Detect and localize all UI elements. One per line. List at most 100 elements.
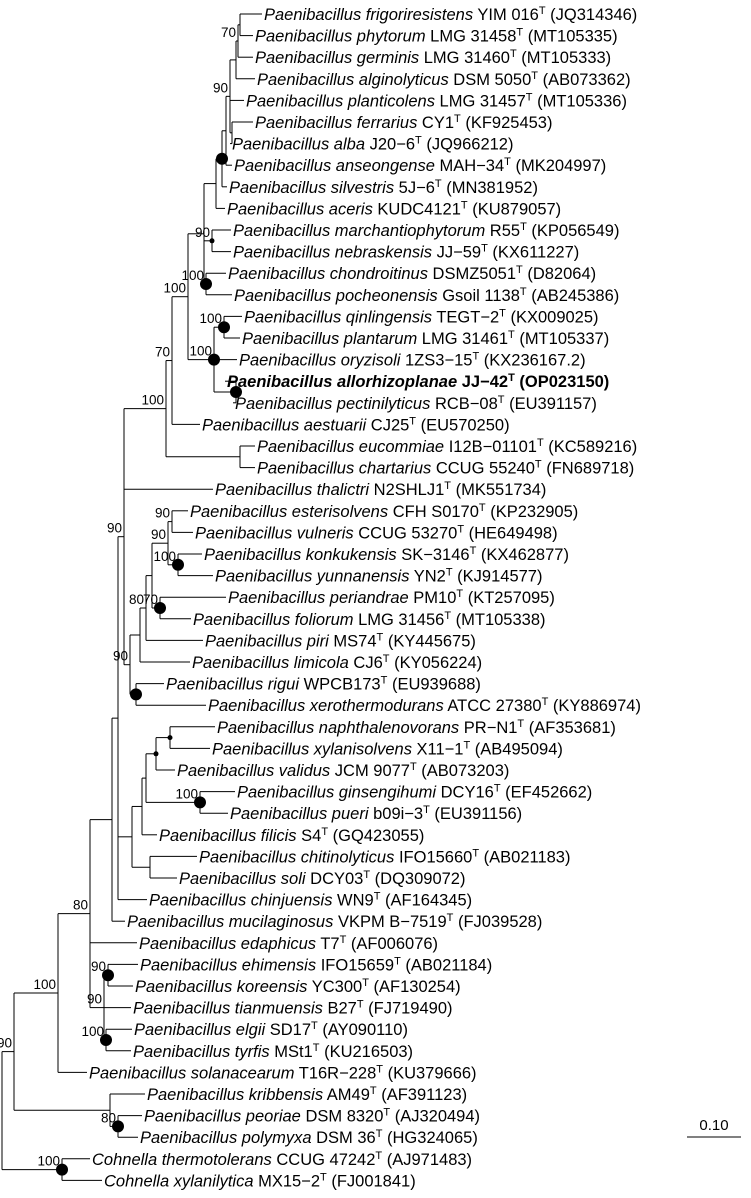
taxon-accession: (JQ966212) [422,136,514,154]
type-strain-mark: T [435,178,442,190]
taxon-accession: (FN689718) [542,460,635,478]
taxon-accession: (KP056549) [527,222,620,240]
taxon-label: Paenibacillus qinlingensis TEGT−2T (KX00… [244,307,599,326]
taxon-accession: (KX462877) [476,546,569,564]
node-marker [216,152,228,165]
taxon-strain: SD17 [265,1021,311,1039]
taxon-label: Paenibacillus nebraskensis JJ−59T (KX611… [233,243,579,262]
type-strain-mark: T [383,1107,390,1119]
type-strain-mark: T [516,27,523,39]
taxon-strain: J20−6 [365,136,415,154]
bootstrap-value: 70 [155,345,170,360]
taxon-strain: MSt1 [270,1043,313,1061]
taxon-label: Paenibacillus elgii SD17T (AY090110) [134,1020,408,1039]
taxon-name: Paenibacillus planticolens [246,92,435,110]
taxon-label: Paenibacillus periandrae PM10T (KT257095… [228,588,555,607]
taxon-label: Paenibacillus soli DCY03T (DQ309072) [179,869,465,888]
taxon-label: Paenibacillus rigui WPCB173T (EU939688) [166,675,481,694]
taxon-strain: CCUG 47242 [272,1151,376,1169]
taxon-strain: DCY16 [436,784,494,802]
type-strain-mark: T [531,70,538,82]
taxon-accession: (AB073203) [417,762,510,780]
taxon-accession: (JQ314346) [546,6,638,24]
taxon-name: Paenibacillus tyrfis [133,1043,270,1061]
taxon-label: Paenibacillus ehimensis IFO15659T (AB021… [140,955,492,974]
taxon-label: Paenibacillus thalictri N2SHLJ1T (MK5517… [215,480,546,499]
node-marker [167,735,173,741]
taxon-label: Paenibacillus tianmuensis B27T (FJ719490… [133,999,453,1018]
node-marker [209,238,215,244]
taxon-strain: CFH S0170 [388,503,479,521]
taxon-accession: (HG324065) [382,1129,477,1147]
taxon-label: Paenibacillus aestuarii CJ25T (EU570250) [202,415,510,434]
taxon-label: Paenibacillus pueri b09i−3T (EU391156) [230,804,522,823]
taxon-name: Paenibacillus chartarius [257,460,431,478]
taxon-name: Paenibacillus chinjuensis [149,892,332,910]
taxon-name: Paenibacillus thalictri [215,481,370,499]
taxon-name: Paenibacillus esterisolvens [190,503,388,521]
taxon-name: Paenibacillus aestuarii [202,416,368,434]
type-strain-mark: T [537,437,544,449]
bootstrap-value: 90 [107,521,122,536]
taxon-accession: (MK204997) [511,157,606,175]
taxon-name: Paenibacillus chitinolyticus [199,848,394,866]
type-strain-mark: T [357,999,364,1011]
taxon-strain: IFO15659 [316,956,394,974]
type-strain-mark: T [516,264,523,276]
bootstrap-value: 90 [113,649,128,664]
taxon-name: Paenibacillus alginolyticus [257,71,449,89]
node-marker [194,796,206,809]
type-strain-mark: T [423,804,430,816]
taxon-strain: PM10 [409,589,457,607]
taxon-name: Paenibacillus frigoriresistens [264,6,473,24]
node-marker [100,1034,112,1046]
taxon-strain: DSM 36 [312,1129,376,1147]
taxon-label: Paenibacillus tyrfis MSt1T (KU216503) [133,1042,413,1061]
taxon-strain: KUDC4121 [373,200,461,218]
taxon-strain: ATCC 27380 [444,697,542,715]
type-strain-mark: T [535,459,542,471]
node-marker [230,386,242,398]
type-strain-mark: T [472,351,479,363]
bootstrap-value: 90 [87,992,102,1007]
bootstrap-value: 100 [175,786,198,801]
type-strain-mark: T [470,545,477,557]
type-strain-mark: T [321,826,328,838]
taxon-label: Paenibacillus esterisolvens CFH S0170T (… [190,502,578,521]
type-strain-mark: T [504,156,511,168]
taxon-label: Paenibacillus marchantiophytorum R55T (K… [233,221,619,240]
taxon-label: Paenibacillus naphthalenovorans PR−N1T (… [217,718,616,737]
taxon-strain: VKPM B−7519 [333,913,446,931]
taxon-name: Paenibacillus allorhizoplanae [227,373,457,391]
bootstrap-value: 100 [163,281,186,296]
taxon-strain: Gsoil 1138 [438,287,520,305]
taxon-accession: (KP232905) [486,503,579,521]
taxon-label: Paenibacillus silvestris 5J−6T (MN381952… [229,178,538,197]
taxon-accession: (MT105335) [523,28,617,46]
taxon-accession: (MN381952) [442,179,538,197]
taxon-strain: I12B−01101 [444,438,537,456]
taxon-accession: (KY445675) [383,632,476,650]
taxon-label: Paenibacillus vulneris CCUG 53270T (HE64… [195,523,558,542]
type-strain-mark: T [539,5,546,17]
type-strain-mark: T [370,1085,377,1097]
taxon-accession: (AY090110) [318,1021,408,1039]
taxon-name: Paenibacillus ehimensis [140,956,316,974]
taxon-name: Paenibacillus periandrae [228,589,409,607]
taxon-strain: CY1 [417,114,454,132]
taxon-strain: YC300 [307,978,362,996]
taxon-name: Paenibacillus ginsengihumi [237,784,437,802]
scale-bar-label: 0.10 [699,1117,728,1134]
taxon-strain: DCY03 [306,870,364,888]
taxon-accession: (AF006076) [346,935,438,953]
bootstrap-value: 100 [199,311,222,326]
taxon-name: Paenibacillus pueri [230,805,370,823]
taxon-strain: IFO15660 [394,848,472,866]
taxon-label: Paenibacillus chartarius CCUG 55240T (FN… [257,459,634,478]
taxon-accession: (AF130254) [369,978,461,996]
bootstrap-value: 90 [195,225,210,240]
taxon-accession: (AB021183) [479,848,570,866]
taxon-labels: Paenibacillus frigoriresistens YIM 016T … [89,5,641,1190]
taxon-strain: YN2 [409,568,445,586]
taxon-accession: (EF452662) [501,784,593,802]
